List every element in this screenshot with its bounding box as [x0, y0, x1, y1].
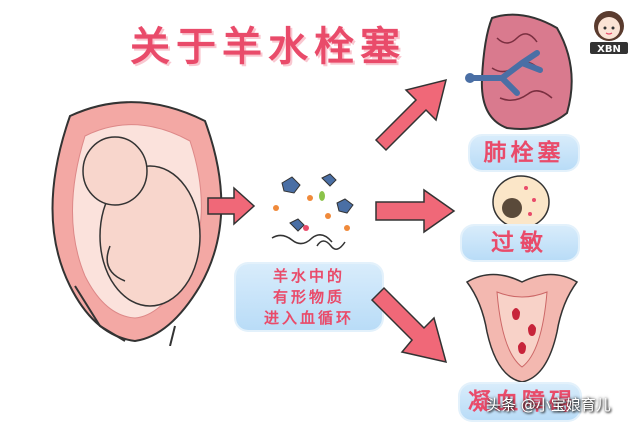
logo: XBN — [584, 6, 634, 56]
cell-illustration — [492, 175, 550, 229]
uterus-fetus-illustration — [51, 101, 223, 346]
uterus-bleeding-illustration — [465, 273, 579, 383]
arrow-up-right-icon — [374, 78, 448, 152]
middle-label: 羊水中的 有形物质 进入血循环 — [236, 264, 382, 330]
watermark: 头条 @小宝娘育儿 — [486, 396, 611, 414]
arrow-right-icon — [207, 186, 256, 226]
lung-illustration — [465, 13, 573, 130]
middle-label-line: 有形物质 — [272, 288, 345, 306]
amniotic-particles-illustration — [271, 173, 354, 250]
arrow-right-icon — [375, 188, 456, 234]
page-title: 关于羊水栓塞 — [130, 24, 406, 70]
middle-label-line: 羊水中的 — [272, 267, 345, 285]
logo-text: XBN — [597, 44, 621, 55]
cartoon-girl-avatar-icon: XBN — [590, 11, 628, 55]
arrow-down-right-icon — [370, 286, 448, 364]
outcome-pulmonary-embolism: 肺栓塞 — [470, 136, 578, 170]
outcome-allergy: 过敏 — [462, 226, 578, 260]
middle-label-line: 进入血循环 — [263, 309, 354, 327]
outcome-coagulation: 凝血障碍 — [460, 384, 580, 420]
